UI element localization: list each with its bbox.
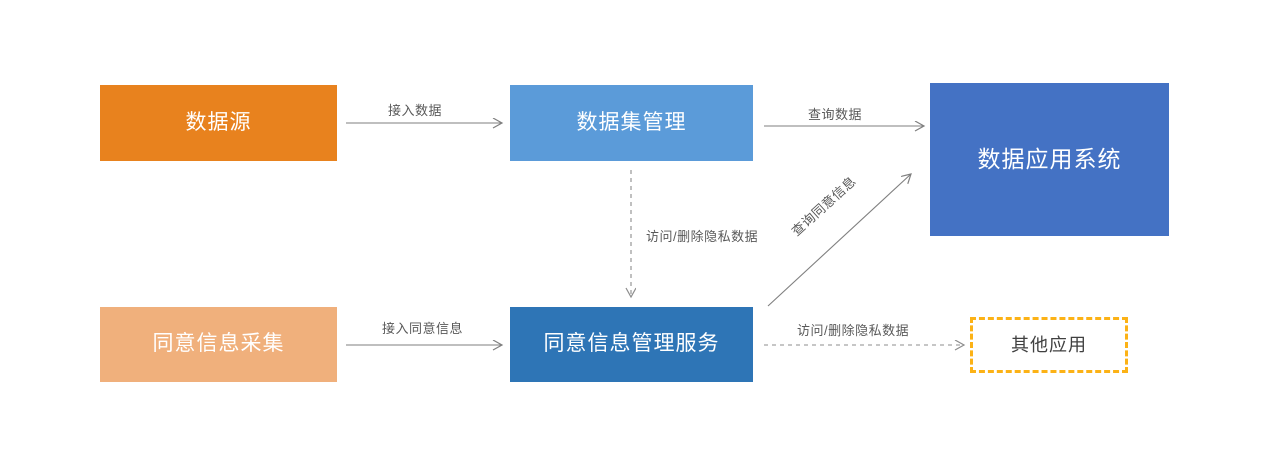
node-data-application-system[interactable]: 数据应用系统: [930, 83, 1169, 236]
edge-label-ingest-consent-info: 接入同意信息: [382, 321, 464, 336]
node-data-source[interactable]: 数据源: [100, 85, 337, 161]
node-consent-information-management-service-label: 同意信息管理服务: [543, 332, 720, 356]
node-data-source-label: 数据源: [185, 110, 252, 134]
edge-label-access-delete-private-horizontal: 访问/删除隐私数据: [797, 323, 910, 338]
edge-label-ingest-data: 接入数据: [388, 103, 443, 118]
edge-query-consent-info: [767, 174, 911, 307]
node-dataset-management-label: 数据集管理: [576, 110, 687, 134]
node-consent-information-collection[interactable]: 同意信息采集: [100, 307, 337, 382]
node-consent-information-collection-label: 同意信息采集: [152, 332, 285, 356]
node-data-application-system-label: 数据应用系统: [977, 146, 1122, 173]
edge-label-query-data: 查询数据: [808, 107, 863, 122]
node-dataset-management[interactable]: 数据集管理: [510, 85, 753, 161]
edge-label-access-delete-private-vertical: 访问/删除隐私数据: [646, 229, 759, 244]
node-other-applications-label: 其他应用: [1011, 334, 1087, 355]
node-consent-information-management-service[interactable]: 同意信息管理服务: [510, 307, 753, 382]
node-other-applications[interactable]: 其他应用: [970, 317, 1128, 373]
